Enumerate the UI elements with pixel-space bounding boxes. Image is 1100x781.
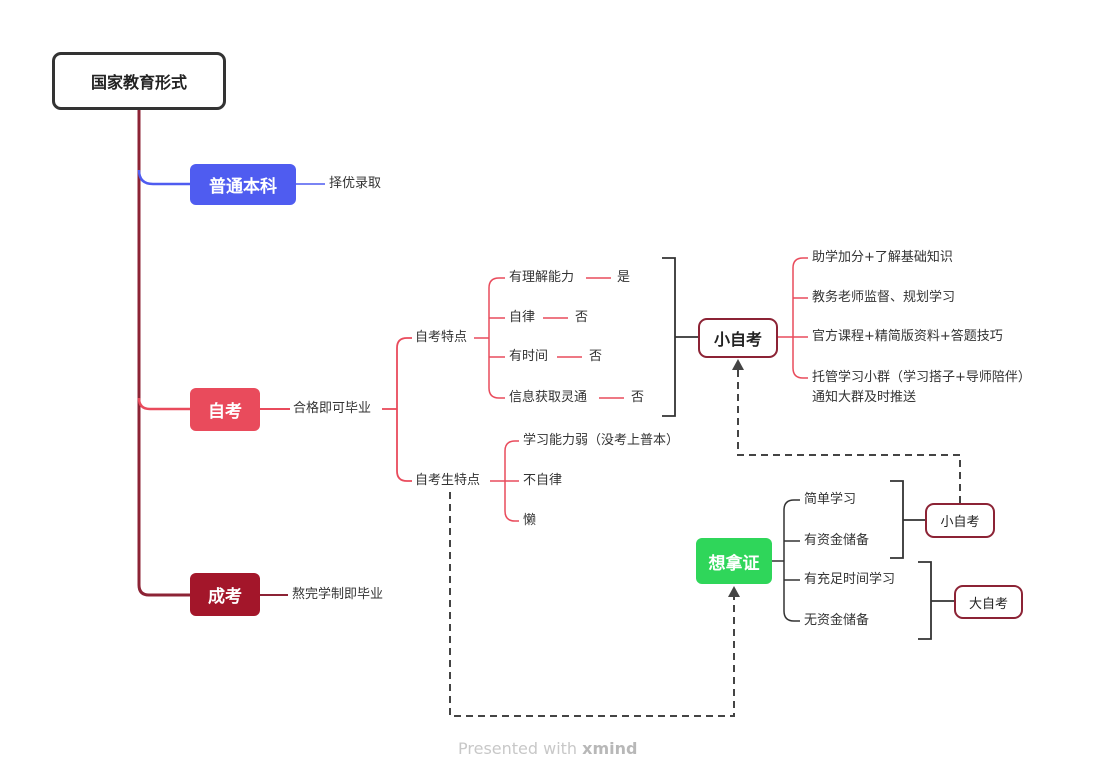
watermark-brand: xmind — [582, 739, 638, 758]
xmind-watermark: Presented with xmind — [458, 739, 637, 758]
xiang-item[interactable]: 有资金储备 — [804, 533, 870, 548]
feature-item[interactable]: 有理解能力 — [509, 270, 575, 285]
feature-item[interactable]: 有时间 — [509, 349, 549, 364]
student-item[interactable]: 不自律 — [523, 473, 563, 488]
student-item[interactable]: 懒 — [523, 513, 537, 528]
feature-answer: 否 — [631, 390, 645, 405]
xiaozikao-item[interactable]: 通知大群及时推送 — [812, 390, 917, 405]
watermark-prefix: Presented with — [458, 739, 583, 758]
topic-xiaozikao-small[interactable]: 小自考 — [925, 503, 995, 538]
feature-answer: 否 — [575, 310, 589, 325]
xiang-item[interactable]: 有充足时间学习 — [804, 572, 896, 587]
xiaozikao-item[interactable]: 托管学习小群（学习搭子+导师陪伴） — [812, 370, 1031, 385]
zikao-students-label[interactable]: 自考生特点 — [415, 473, 481, 488]
feature-answer: 是 — [617, 270, 631, 285]
feature-item[interactable]: 信息获取灵通 — [509, 390, 588, 405]
xiang-item[interactable]: 简单学习 — [804, 492, 857, 507]
topic-dazikao[interactable]: 大自考 — [954, 585, 1023, 619]
topic-xiaozikao[interactable]: 小自考 — [698, 318, 778, 358]
xiaozikao-item[interactable]: 教务老师监督、规划学习 — [812, 290, 956, 305]
xiaozikao-item[interactable]: 官方课程+精简版资料+答题技巧 — [812, 329, 1003, 344]
topic-xiangnazheng[interactable]: 想拿证 — [696, 538, 772, 584]
topic-zikao[interactable]: 自考 — [190, 388, 260, 431]
xiaozikao-item[interactable]: 助学加分+了解基础知识 — [812, 250, 953, 265]
root-node[interactable]: 国家教育形式 — [52, 52, 226, 110]
zikao-note: 合格即可毕业 — [293, 401, 372, 416]
topic-chengkao[interactable]: 成考 — [190, 573, 260, 616]
feature-answer: 否 — [589, 349, 603, 364]
chengkao-note: 熬完学制即毕业 — [292, 587, 384, 602]
putong-note: 择优录取 — [329, 176, 382, 191]
xiang-item[interactable]: 无资金储备 — [804, 613, 870, 628]
topic-putong-benke[interactable]: 普通本科 — [190, 164, 296, 205]
feature-item[interactable]: 自律 — [509, 310, 536, 325]
zikao-features-label[interactable]: 自考特点 — [415, 330, 468, 345]
student-item[interactable]: 学习能力弱（没考上普本） — [523, 433, 680, 448]
